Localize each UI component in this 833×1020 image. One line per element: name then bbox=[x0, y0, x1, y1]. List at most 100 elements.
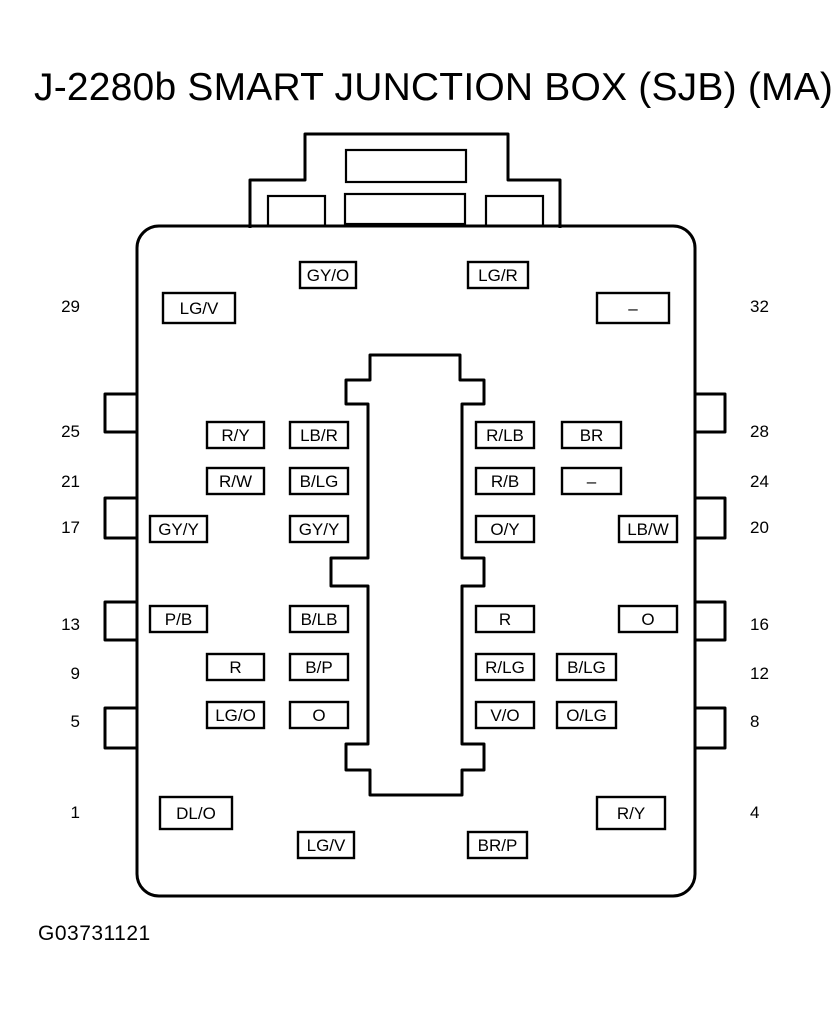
terminal-t9: R/W bbox=[205, 466, 266, 496]
junction-box-body bbox=[135, 224, 697, 898]
connector-latch bbox=[248, 132, 562, 228]
terminal-box bbox=[474, 700, 536, 730]
terminal-label: B/P bbox=[305, 658, 332, 677]
terminal-label: LG/O bbox=[215, 706, 256, 725]
terminal-box bbox=[148, 604, 209, 634]
terminal-t25: LG/O bbox=[205, 700, 266, 730]
pin-number-9: 9 bbox=[71, 664, 80, 683]
pin-number-16: 16 bbox=[750, 615, 769, 634]
terminal-label: R/LB bbox=[486, 426, 524, 445]
terminal-box bbox=[296, 830, 356, 860]
terminal-label: R/Y bbox=[617, 804, 645, 823]
terminal-t19: R bbox=[474, 604, 536, 634]
terminal-box bbox=[560, 466, 623, 496]
terminal-label: O bbox=[641, 610, 654, 629]
terminal-box bbox=[158, 795, 234, 831]
terminal-t32: BR/P bbox=[466, 830, 529, 860]
terminal-box bbox=[555, 652, 618, 682]
terminal-box bbox=[205, 652, 266, 682]
terminal-t22: B/P bbox=[288, 652, 350, 682]
terminal-label: – bbox=[587, 472, 597, 491]
terminal-labels: GY/O LG/R LG/V – R/Y LB/R R/LB BR R/W B/LG R/B – GY/… bbox=[148, 260, 679, 860]
terminal-box bbox=[298, 260, 358, 290]
terminal-box bbox=[555, 700, 618, 730]
terminal-t7: R/LB bbox=[474, 420, 536, 450]
terminal-t8: BR bbox=[560, 420, 623, 450]
terminal-box bbox=[288, 604, 350, 634]
terminal-t21: R bbox=[205, 652, 266, 682]
terminal-box bbox=[474, 420, 536, 450]
terminal-label: LB/W bbox=[627, 520, 669, 539]
pin-number-24: 24 bbox=[750, 472, 769, 491]
pin-number-20: 20 bbox=[750, 518, 769, 537]
terminal-box bbox=[205, 700, 266, 730]
terminal-t14: GY/Y bbox=[288, 514, 350, 544]
terminal-box bbox=[288, 420, 350, 450]
terminal-box bbox=[617, 604, 679, 634]
terminal-label: R/B bbox=[491, 472, 519, 491]
terminal-box bbox=[474, 514, 536, 544]
terminal-t30: R/Y bbox=[595, 795, 667, 831]
pin-number-21: 21 bbox=[61, 472, 80, 491]
pin-number-5: 5 bbox=[71, 712, 80, 731]
diagram-title: J-2280b SMART JUNCTION BOX (SJB) (MA) bbox=[34, 66, 833, 109]
terminal-t3: LG/V bbox=[161, 291, 237, 325]
terminal-label: P/B bbox=[165, 610, 192, 629]
terminal-t6: LB/R bbox=[288, 420, 350, 450]
terminal-label: GY/O bbox=[307, 266, 350, 285]
terminal-t24: B/LG bbox=[555, 652, 618, 682]
terminal-label: LG/R bbox=[478, 266, 518, 285]
terminal-label: O/LG bbox=[566, 706, 607, 725]
terminal-label: DL/O bbox=[176, 804, 216, 823]
pin-number-32: 32 bbox=[750, 297, 769, 316]
pin-number-25: 25 bbox=[61, 422, 80, 441]
terminal-label: GY/Y bbox=[158, 520, 199, 539]
terminal-box bbox=[474, 652, 536, 682]
center-keying-slot bbox=[329, 353, 486, 797]
pin-number-12: 12 bbox=[750, 664, 769, 683]
terminal-t17: P/B bbox=[148, 604, 209, 634]
connector-diagram: GY/O LG/R LG/V – R/Y LB/R R/LB BR R/W B/LG R/B – GY/… bbox=[61, 132, 769, 898]
terminal-t27: V/O bbox=[474, 700, 536, 730]
terminal-box bbox=[595, 795, 667, 831]
terminal-label: B/LG bbox=[300, 472, 339, 491]
terminal-t23: R/LG bbox=[474, 652, 536, 682]
terminal-box bbox=[288, 652, 350, 682]
figure-id: G03731121 bbox=[38, 922, 151, 945]
terminal-label: BR bbox=[580, 426, 604, 445]
terminal-box bbox=[161, 291, 237, 325]
terminal-t28: O/LG bbox=[555, 700, 618, 730]
terminal-t31: LG/V bbox=[296, 830, 356, 860]
pin-number-29: 29 bbox=[61, 297, 80, 316]
terminal-t2: LG/R bbox=[466, 260, 530, 290]
terminal-t15: O/Y bbox=[474, 514, 536, 544]
terminal-t29: DL/O bbox=[158, 795, 234, 831]
terminal-label: R bbox=[229, 658, 241, 677]
pin-number-13: 13 bbox=[61, 615, 80, 634]
terminal-label: GY/Y bbox=[299, 520, 340, 539]
terminal-t12: – bbox=[560, 466, 623, 496]
terminal-label: R/LG bbox=[485, 658, 525, 677]
terminal-label: LG/V bbox=[307, 836, 346, 855]
terminal-box bbox=[560, 420, 623, 450]
pin-number-1: 1 bbox=[71, 803, 80, 822]
terminal-box bbox=[288, 466, 350, 496]
terminal-label: O bbox=[312, 706, 325, 725]
terminal-label: B/LB bbox=[301, 610, 338, 629]
terminal-label: LG/V bbox=[180, 299, 219, 318]
terminal-t13: GY/Y bbox=[148, 514, 209, 544]
pin-number-17: 17 bbox=[61, 518, 80, 537]
terminal-label: BR/P bbox=[478, 836, 518, 855]
terminal-box bbox=[617, 514, 679, 544]
terminal-box bbox=[148, 514, 209, 544]
terminal-t20: O bbox=[617, 604, 679, 634]
terminal-t26: O bbox=[288, 700, 350, 730]
terminal-box bbox=[474, 466, 536, 496]
terminal-t1: GY/O bbox=[298, 260, 358, 290]
terminal-t10: B/LG bbox=[288, 466, 350, 496]
terminal-label: R/W bbox=[219, 472, 252, 491]
terminal-label: – bbox=[628, 299, 638, 318]
terminal-label: LB/R bbox=[300, 426, 338, 445]
terminal-t16: LB/W bbox=[617, 514, 679, 544]
